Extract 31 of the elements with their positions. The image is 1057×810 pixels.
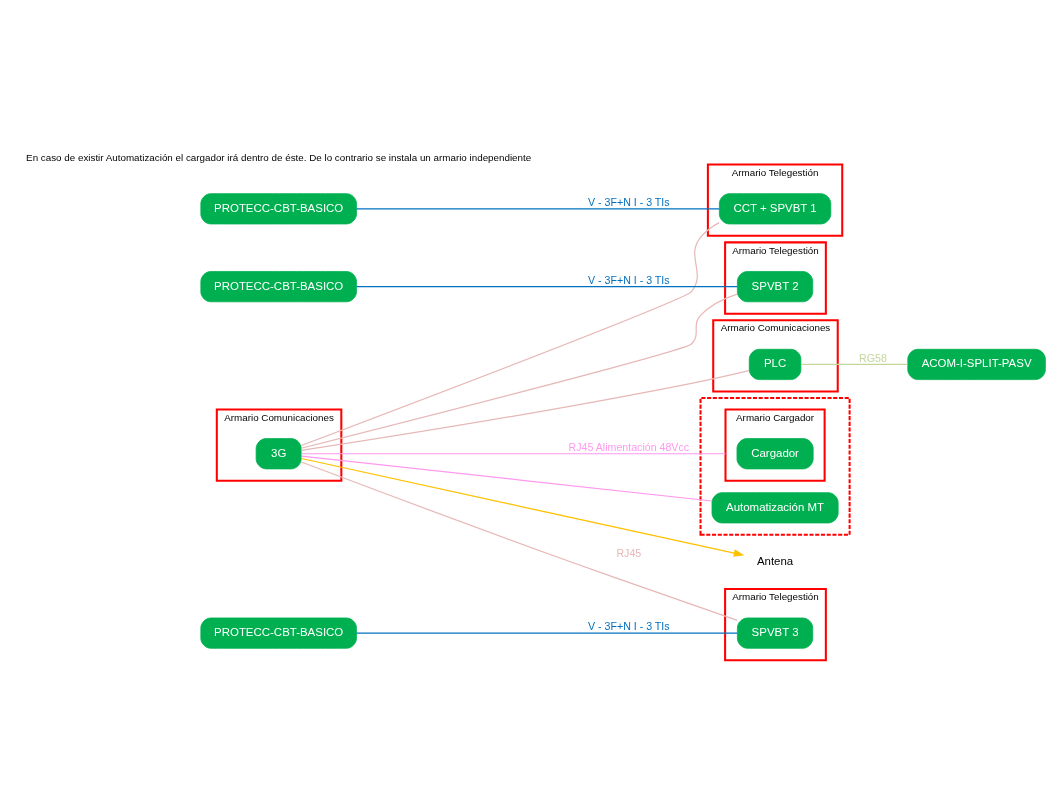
connector	[300, 455, 713, 502]
node-box: 3G	[255, 438, 302, 470]
connector	[300, 222, 720, 447]
edge-label: RJ45 Alimentación 48Vcc	[568, 440, 690, 453]
node-box: PLC	[748, 348, 802, 381]
node-text: Antena	[756, 554, 794, 567]
node-box: Cargador	[736, 438, 814, 470]
arrow	[300, 457, 745, 557]
node-box: CCT + SPVBT 1	[718, 193, 832, 225]
node-box: ACOM-I-SPLIT-PASV	[907, 348, 1046, 381]
label: En caso de existir Automatización el cargador irá dentro de éste. De lo contrario se instala un armario independiente	[26, 151, 532, 163]
connector	[300, 293, 738, 449]
connector	[300, 461, 738, 622]
connector	[300, 369, 750, 452]
node-box: PROTECC-CBT-BASICO	[200, 617, 357, 649]
connector	[355, 632, 738, 634]
cluster	[699, 397, 851, 536]
connector	[300, 453, 727, 455]
edge-label: RJ45	[616, 547, 642, 560]
node-box: PROTECC-CBT-BASICO	[200, 271, 357, 303]
node-box: Automatización MT	[711, 492, 839, 524]
node-box: SPVBT 3	[737, 617, 814, 649]
edge-label: V - 3F+N I - 3 TIs	[588, 620, 670, 633]
edge-label: V - 3F+N I - 3 TIs	[588, 195, 670, 208]
connector	[355, 208, 720, 210]
connector	[355, 286, 738, 288]
node-box: SPVBT 2	[737, 271, 814, 303]
edge-label: RG58	[859, 351, 887, 364]
node-box: PROTECC-CBT-BASICO	[200, 193, 357, 225]
edge-label: V - 3F+N I - 3 TIs	[588, 273, 670, 286]
connector	[800, 363, 909, 366]
